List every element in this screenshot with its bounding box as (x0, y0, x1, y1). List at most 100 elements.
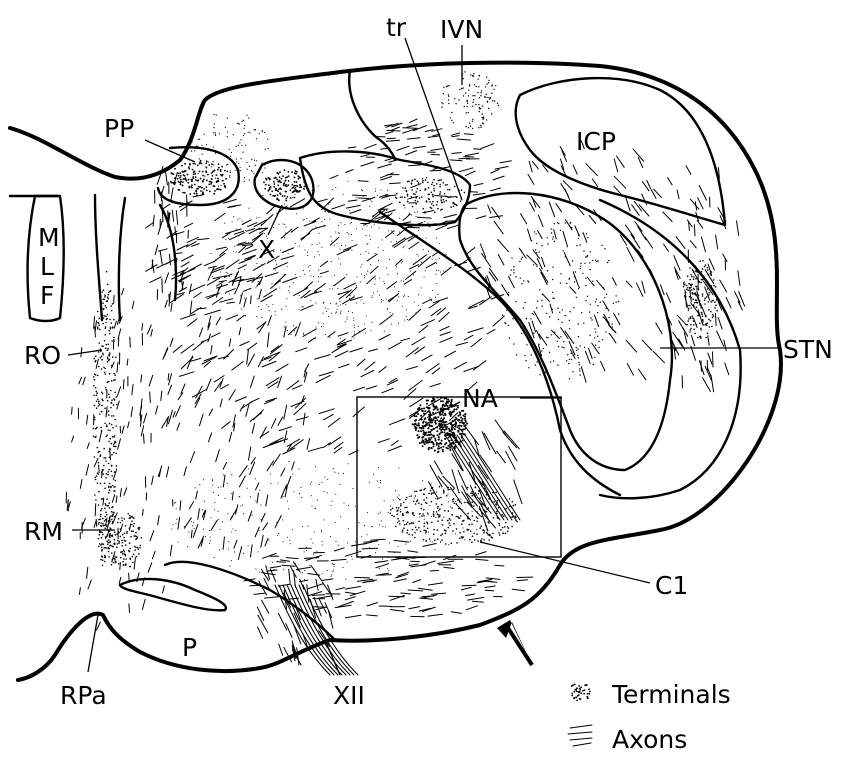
axon-dash (118, 329, 121, 339)
stipple-dot (191, 151, 192, 152)
stipple-dot (370, 330, 371, 331)
stipple-dot (430, 437, 432, 439)
axon-dash (262, 600, 269, 613)
stipple-dot (697, 302, 699, 304)
stipple-dot (321, 482, 322, 483)
stipple-dot (502, 532, 504, 534)
stipple-dot (288, 180, 290, 182)
stipple-dot (713, 279, 715, 281)
stipple-dot (110, 545, 112, 547)
axon-dash (190, 285, 205, 292)
axon-dash (229, 432, 232, 441)
stipple-dot (716, 299, 718, 301)
stipple-dot (716, 310, 718, 312)
stipple-dot (349, 210, 350, 211)
stipple-dot (439, 184, 441, 186)
axon-dash (426, 364, 439, 373)
stipple-dot (578, 336, 579, 337)
stipple-dot (395, 197, 397, 199)
stipple-dot (95, 428, 97, 430)
stipple-dot (105, 327, 107, 329)
stipple-dot (238, 163, 239, 164)
stipple-dot (472, 102, 473, 103)
stipple-dot (106, 271, 108, 273)
label-tr: tr (386, 13, 407, 42)
stipple-dot (420, 190, 422, 192)
stipple-dot (597, 305, 598, 306)
stipple-dot (407, 194, 409, 196)
stipple-dot (202, 171, 204, 173)
stipple-dot (406, 309, 407, 310)
axon-dash (534, 311, 541, 324)
stipple-dot (123, 558, 125, 560)
axon-dash (86, 465, 89, 476)
stipple-dot (704, 297, 706, 299)
stipple-dot (214, 557, 215, 558)
stipple-dot (182, 171, 184, 173)
stipple-dot (243, 120, 244, 121)
axon-dash (493, 316, 505, 326)
axon-dash (171, 303, 172, 311)
axon-dash (361, 371, 374, 377)
stipple-dot (388, 570, 389, 571)
stipple-dot (114, 543, 116, 545)
stipple-dot (109, 423, 111, 425)
axon-dash (238, 547, 241, 560)
axon-dash (700, 303, 706, 317)
stipple-dot (324, 211, 325, 212)
stipple-dot (293, 191, 295, 193)
stipple-dot (400, 503, 402, 505)
axon-dash (240, 342, 249, 346)
stipple-dot (107, 400, 109, 402)
axon-dash (473, 361, 486, 370)
stipple-dot (533, 332, 534, 333)
stipple-dot (129, 566, 131, 568)
axon-dash (142, 324, 143, 331)
stipple-dot (412, 512, 414, 514)
stipple-dot (573, 691, 575, 693)
axon-dash (401, 338, 410, 341)
stipple-dot (566, 360, 567, 361)
axon-dash (209, 433, 212, 442)
stipple-dot (479, 75, 480, 76)
stipple-dot (101, 547, 103, 549)
axon-dash (143, 509, 144, 515)
stipple-dot (472, 75, 473, 76)
stipple-dot (436, 430, 438, 432)
stipple-dot (436, 183, 438, 185)
stipple-dot (519, 261, 520, 262)
stipple-dot (420, 427, 422, 429)
stipple-dot (109, 489, 111, 491)
axon-dash (329, 611, 333, 629)
stipple-dot (125, 544, 127, 546)
stipple-dot (710, 320, 712, 322)
stipple-dot (288, 175, 290, 177)
stipple-dot (580, 263, 581, 264)
stipple-dot (414, 179, 416, 181)
stipple-dot (365, 332, 366, 333)
stipple-dot (208, 161, 209, 162)
stipple-dot (423, 442, 425, 444)
stipple-dot (94, 379, 96, 381)
stipple-dot (224, 185, 226, 187)
axon-dash (603, 301, 609, 311)
stipple-dot (241, 145, 242, 146)
stipple-dot (509, 498, 511, 500)
stipple-dot (202, 180, 204, 182)
axon-dash (485, 586, 495, 588)
stipple-dot (474, 520, 476, 522)
axon-dash (521, 214, 527, 224)
stipple-dot (711, 300, 713, 302)
stipple-dot (294, 177, 296, 179)
stipple-dot (702, 275, 704, 277)
stipple-dot (299, 493, 300, 494)
stipple-dot (505, 508, 507, 510)
stipple-dot (195, 176, 197, 178)
stipple-dot (432, 541, 433, 542)
axon-dash (211, 346, 212, 354)
stipple-dot (266, 304, 267, 305)
stipple-dot (472, 121, 473, 122)
stipple-dot (199, 171, 201, 173)
axon-dash (422, 561, 435, 565)
axon-dash (122, 289, 124, 295)
